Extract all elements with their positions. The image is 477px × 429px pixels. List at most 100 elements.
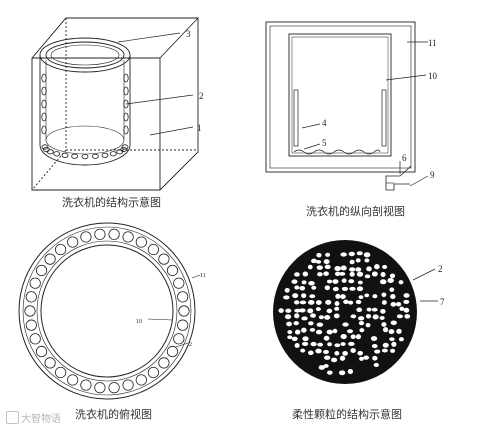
particle-pore	[316, 322, 324, 327]
particle-pore	[291, 336, 298, 341]
particle-pore	[348, 341, 355, 347]
label-4: 4	[322, 118, 327, 128]
ring-hole	[54, 243, 67, 256]
particle-pore	[325, 252, 331, 257]
label-1: 1	[197, 123, 202, 133]
drum-hole	[41, 112, 47, 122]
particle-pore	[389, 337, 395, 342]
ring-hole	[44, 253, 56, 265]
particle-pore	[338, 370, 346, 376]
caption-top-view: 洗衣机的俯视图	[75, 408, 152, 421]
particle-pore	[389, 273, 396, 279]
particle-body	[273, 240, 417, 384]
particle-pore	[316, 252, 322, 258]
particle-pore	[399, 306, 405, 311]
particle-pore	[371, 344, 378, 349]
particle-pore	[355, 299, 362, 305]
particle-pore	[364, 293, 370, 298]
caption-section: 洗衣机的纵向剖视图	[306, 205, 405, 218]
particle-pore	[284, 287, 290, 293]
lifter-left	[293, 89, 299, 147]
particle-pore	[355, 334, 362, 340]
particle-pore	[358, 295, 364, 300]
particle-pore	[347, 300, 354, 305]
particle-pore	[342, 351, 348, 356]
particle-pore	[315, 300, 322, 306]
particle-pore	[381, 300, 387, 305]
label-10: 10	[428, 71, 438, 81]
ring-hole	[108, 382, 120, 394]
ring-hole	[158, 253, 170, 265]
drum-hole	[123, 125, 129, 135]
particle-pore	[364, 258, 370, 263]
particle-pore	[308, 321, 314, 326]
ring-hole	[122, 379, 134, 391]
ring-hole	[122, 231, 134, 243]
panel-section: 11 10 4 5 6 9 洗衣机的纵向剖视图	[240, 0, 477, 225]
drum-bottom	[39, 144, 131, 166]
particle-pore	[286, 321, 292, 327]
particle-pore	[309, 328, 316, 332]
particle-pore	[403, 307, 410, 313]
inner-drum-ring	[40, 244, 174, 378]
label-5: 5	[322, 138, 327, 148]
particle-pore	[284, 314, 292, 320]
particle-pore	[403, 293, 410, 298]
particle-pore	[342, 322, 349, 327]
drum-hole	[123, 86, 129, 96]
drum-hole	[42, 146, 50, 153]
ring-holes	[24, 228, 190, 394]
particle-pore	[315, 307, 321, 312]
particle-pore	[326, 308, 333, 314]
particle-pore	[387, 278, 394, 284]
particle-pore	[359, 328, 365, 333]
particle-pore	[283, 295, 290, 300]
particle-pore	[301, 341, 309, 346]
particle-pores	[278, 251, 411, 376]
particle-pore	[355, 258, 361, 263]
drum-hole	[81, 154, 89, 160]
particle-pore	[292, 293, 299, 299]
drum-hole	[121, 144, 129, 150]
ring-hole	[35, 264, 48, 277]
particle-pore	[339, 355, 346, 361]
ring-hole	[173, 277, 185, 289]
ring-hole	[25, 319, 37, 331]
drum-hole	[41, 125, 47, 135]
label-2: 2	[438, 264, 443, 274]
particle-pore	[334, 266, 341, 272]
inner-drum	[288, 33, 392, 157]
particle-pore	[357, 316, 365, 321]
particle-pore	[356, 286, 364, 292]
particle-pore	[299, 300, 307, 305]
particle-pore	[287, 330, 293, 335]
label-2: 2	[189, 342, 192, 348]
ring-hole	[80, 379, 92, 391]
particle-pore	[349, 286, 356, 291]
drum-hole	[123, 112, 129, 122]
particle-pore	[396, 314, 403, 319]
label-11: 11	[200, 273, 206, 279]
drum-hole	[53, 151, 61, 157]
outer-tub-ring	[18, 222, 196, 400]
particle-pore	[318, 315, 324, 320]
ring-hole	[94, 382, 106, 394]
watermark-logo-icon	[6, 411, 19, 424]
particle-pore	[300, 348, 306, 353]
ring-hole	[108, 228, 120, 240]
particle-pore	[403, 299, 410, 304]
particle-pore	[366, 266, 372, 272]
label-7: 7	[440, 297, 445, 307]
particle-pore	[396, 328, 402, 334]
ring-hole	[80, 231, 92, 243]
particle-pore	[347, 329, 353, 334]
particle-pore	[371, 271, 378, 277]
lifter-right	[381, 89, 387, 147]
particle-pore	[340, 334, 347, 340]
particle-pore	[355, 267, 362, 272]
particle-pore	[307, 264, 313, 270]
caption-particle: 柔性颗粒的结构示意图	[292, 408, 402, 421]
particle-pore	[340, 342, 346, 346]
particle-pore	[348, 251, 355, 257]
ring-hole	[135, 374, 147, 386]
